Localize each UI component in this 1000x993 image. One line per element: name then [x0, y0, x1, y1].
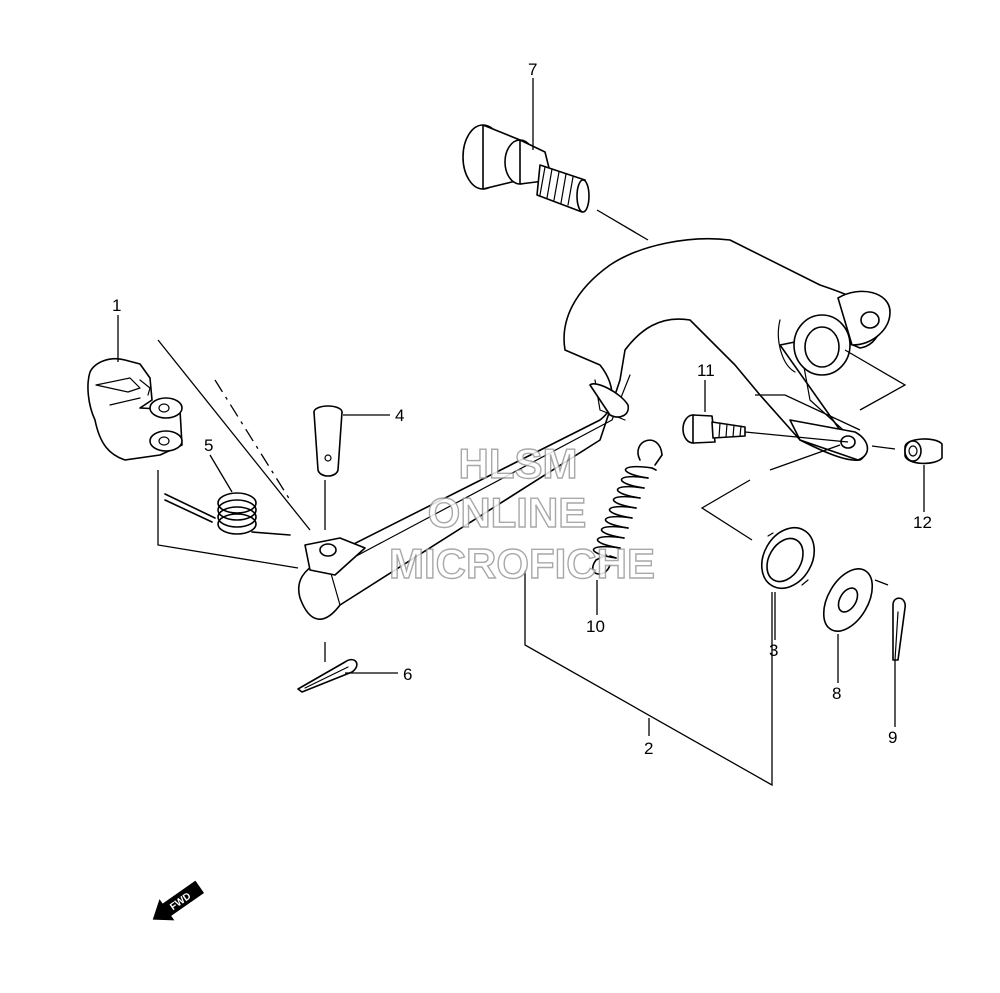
part-12-nut[interactable]	[904, 438, 943, 465]
callout-4: 4	[395, 406, 404, 425]
part-3-bushing[interactable]	[751, 518, 825, 597]
callout-8: 8	[832, 684, 841, 703]
callout-12: 12	[913, 513, 932, 532]
callout-3: 3	[769, 641, 778, 660]
part-2-brake-pedal[interactable]	[298, 237, 891, 620]
callout-6: 6	[403, 665, 412, 684]
callout-7: 7	[528, 60, 537, 79]
watermark-line-2: ONLINE	[428, 489, 587, 536]
part-11-bolt[interactable]	[682, 414, 746, 444]
assembly-lines	[157, 209, 907, 787]
watermark-line-1: HLSM	[459, 440, 578, 487]
part-9-cotter-pin[interactable]	[892, 597, 906, 661]
fwd-direction-arrow: FWD	[152, 880, 205, 921]
callout-9: 9	[888, 728, 897, 747]
watermark-line-3: MICROFICHE	[389, 540, 655, 587]
part-7-pivot-bolt[interactable]	[462, 124, 590, 213]
callout-11: 11	[697, 361, 715, 380]
part-6-cotter-pin[interactable]	[297, 658, 358, 693]
watermark: HLSM ONLINE MICROFICHE	[388, 439, 655, 587]
part-5-torsion-spring[interactable]	[164, 492, 291, 536]
part-1-pedal-bracket[interactable]	[87, 357, 183, 461]
part-10-return-spring[interactable]	[592, 439, 663, 575]
callout-2: 2	[644, 739, 653, 758]
spring-10-coils	[592, 465, 657, 559]
callout-5: 5	[204, 436, 213, 455]
callout-leaders	[117, 78, 925, 736]
callout-labels: 1 2 3 4 5 6 7 8 9 10 11 12	[112, 60, 932, 758]
callout-1: 1	[112, 296, 121, 315]
callout-10: 10	[586, 617, 605, 636]
fwd-arrow-icon	[152, 880, 205, 921]
part-8-washer[interactable]	[814, 561, 883, 640]
part-4-clevis-pin[interactable]	[313, 405, 343, 477]
